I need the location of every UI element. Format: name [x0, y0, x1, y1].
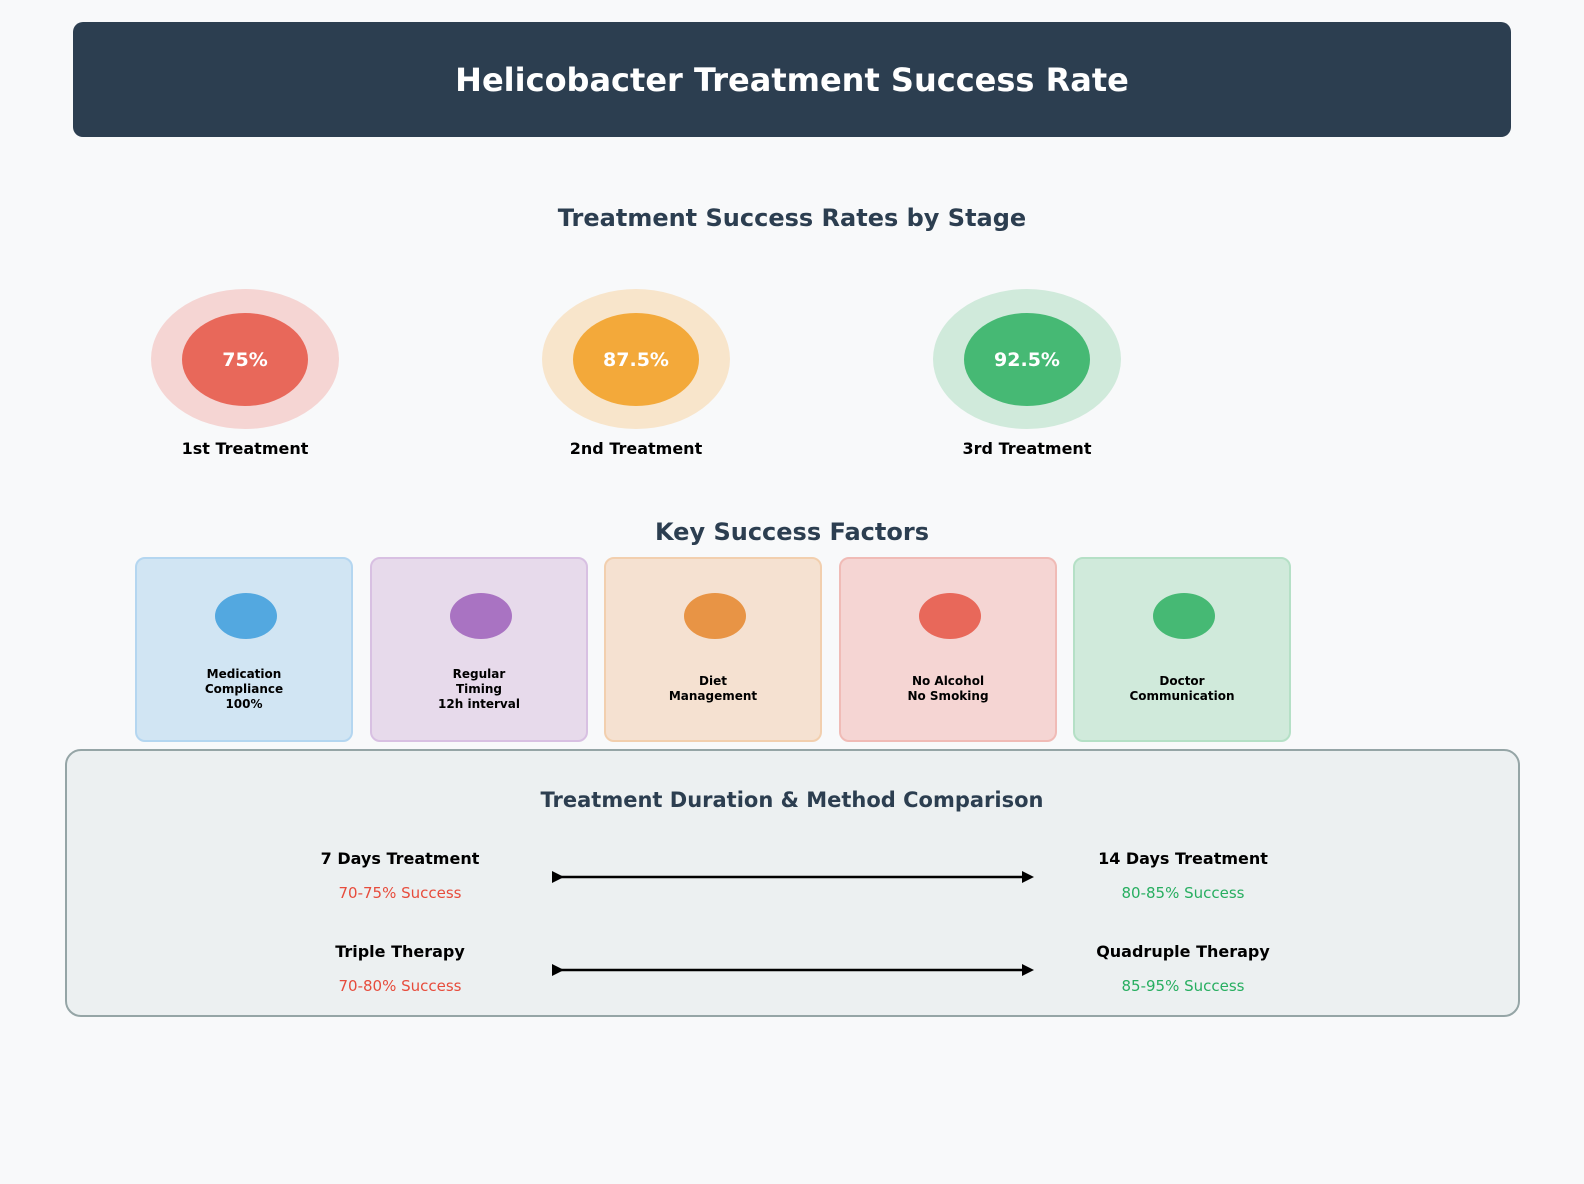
factor-dot-icon: [684, 593, 746, 639]
stage-3: 92.5% 3rd Treatment: [917, 289, 1137, 479]
stage-value: 92.5%: [964, 313, 1090, 406]
comparison-arrow-row-2: [552, 964, 1034, 976]
comparison-panel: [65, 749, 1520, 1017]
stage-label: 1st Treatment: [181, 439, 309, 458]
comparison-arrow-row-1: [552, 871, 1034, 883]
comparison-title: Treatment Duration & Method Comparison: [540, 788, 1044, 812]
page-title: Helicobacter Treatment Success Rate: [455, 60, 1129, 99]
factor-label: Doctor Communication: [1129, 674, 1235, 703]
comparison-right-row-1: 14 Days Treatment 80-85% Success: [1023, 849, 1343, 903]
stage-label: 3rd Treatment: [962, 439, 1092, 458]
stage-2: 87.5% 2nd Treatment: [526, 289, 746, 479]
comparison-right-title: Quadruple Therapy: [1096, 942, 1270, 961]
factor-card-diet: Diet Management: [604, 557, 822, 742]
factor-dot-icon: [919, 593, 981, 639]
factor-card-medication: Medication Compliance 100%: [135, 557, 353, 742]
factor-card-no-alcohol: No Alcohol No Smoking: [839, 557, 1057, 742]
header-banner: Helicobacter Treatment Success Rate: [73, 22, 1511, 137]
factor-label: Medication Compliance 100%: [204, 666, 284, 711]
factor-dot-icon: [450, 593, 512, 639]
comparison-right-rate: 85-95% Success: [1121, 977, 1245, 995]
stage-1: 75% 1st Treatment: [135, 289, 355, 479]
factors-title: Key Success Factors: [655, 518, 929, 546]
stage-value: 87.5%: [573, 313, 699, 406]
comparison-left-row-1: 7 Days Treatment 70-75% Success: [240, 849, 560, 903]
comparison-left-title: 7 Days Treatment: [320, 849, 480, 868]
comparison-left-rate: 70-80% Success: [338, 977, 462, 995]
stage-value: 75%: [182, 313, 308, 406]
stages-title: Treatment Success Rates by Stage: [557, 204, 1027, 232]
factor-dot-icon: [215, 593, 277, 639]
factor-dot-icon: [1153, 593, 1215, 639]
comparison-left-rate: 70-75% Success: [338, 884, 462, 902]
comparison-left-title: Triple Therapy: [335, 942, 465, 961]
comparison-right-rate: 80-85% Success: [1121, 884, 1245, 902]
factor-label: Regular Timing 12h interval: [438, 666, 520, 711]
comparison-right-title: 14 Days Treatment: [1098, 849, 1268, 868]
factor-card-doctor: Doctor Communication: [1073, 557, 1291, 742]
stage-label: 2nd Treatment: [569, 439, 703, 458]
factor-card-timing: Regular Timing 12h interval: [370, 557, 588, 742]
comparison-left-row-2: Triple Therapy 70-80% Success: [240, 942, 560, 996]
factor-label: No Alcohol No Smoking: [907, 674, 989, 703]
comparison-right-row-2: Quadruple Therapy 85-95% Success: [1023, 942, 1343, 996]
factor-label: Diet Management: [668, 674, 758, 703]
